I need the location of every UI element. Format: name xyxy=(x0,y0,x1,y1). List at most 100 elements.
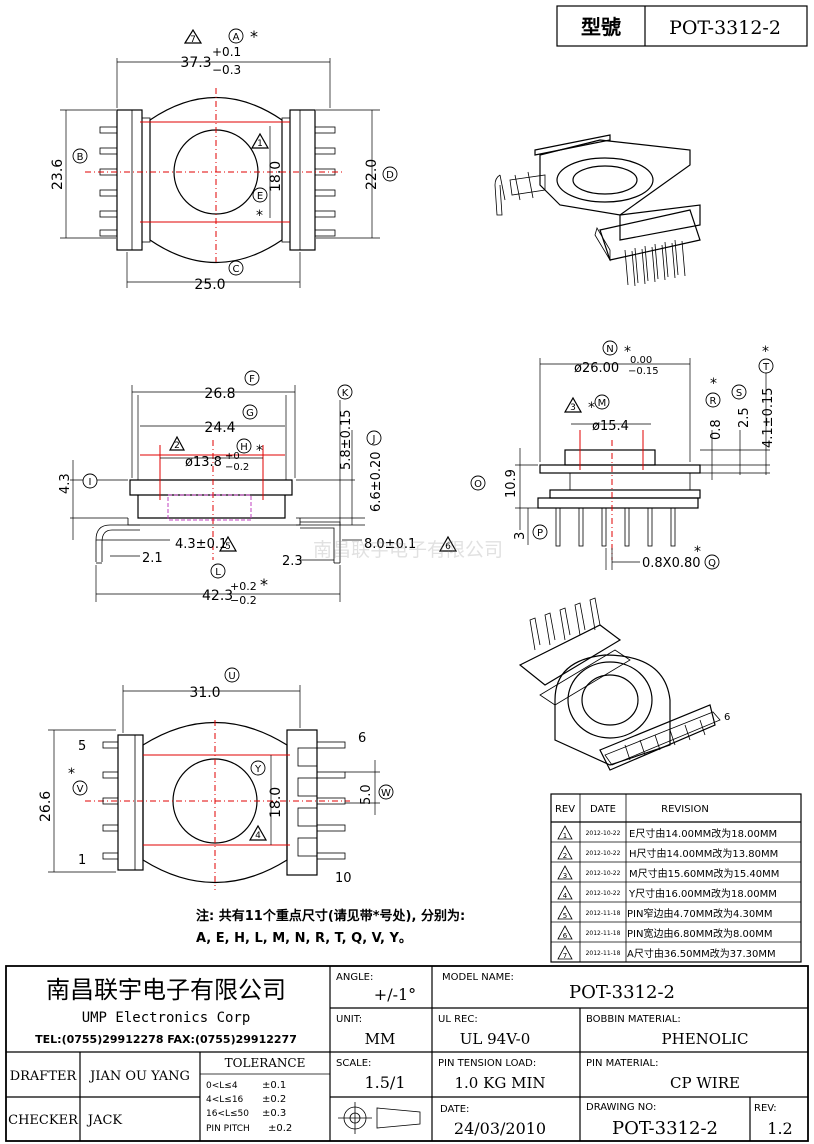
tag-u: U xyxy=(228,671,235,682)
dim-g-value: 24.4 xyxy=(204,420,235,436)
dim-h-tol-upper: +0 xyxy=(225,451,240,462)
header-box: 型號 POT-3312-2 xyxy=(556,5,808,47)
bobbin-value: PHENOLIC xyxy=(662,1030,749,1048)
dim-n-value: ø26.00 xyxy=(574,361,619,376)
drawing-no-value: POT-3312-2 xyxy=(612,1118,718,1139)
angle-label: ANGLE: xyxy=(336,972,373,983)
rev-tag-6: 6 xyxy=(445,542,451,552)
model-value: POT-3312-2 xyxy=(669,17,781,39)
table-row: 4 2012-10-22 Y尺寸由16.00MM改为18.00MM xyxy=(557,885,777,900)
dim-n-tol-lower: −0.15 xyxy=(628,366,659,377)
row-date: 2012-11-18 xyxy=(586,930,621,937)
tolerance-label: TOLERANCE xyxy=(225,1056,306,1070)
company-contact: TEL:(0755)29912278 FAX:(0755)29912277 xyxy=(35,1033,297,1046)
tag-g: G xyxy=(246,408,254,419)
row-rev: 1 xyxy=(563,832,567,840)
pinmat-value: CP WIRE xyxy=(670,1074,740,1092)
row-text: Y尺寸由16.00MM改为18.00MM xyxy=(628,887,777,900)
tol-value-3: ±0.3 xyxy=(262,1108,286,1119)
note-line-2: A, E, H, L, M, N, R, T, Q, V, Y。 xyxy=(196,931,412,946)
rev-tag-4: 4 xyxy=(255,831,261,841)
star-r: * xyxy=(710,376,717,392)
note-line-1: 注: 共有11个重点尺寸(请见带*号处), 分别为: xyxy=(196,908,465,924)
unit-label: UNIT: xyxy=(336,1014,362,1025)
tension-label: PIN TENSION LOAD: xyxy=(438,1058,536,1069)
dim-b-value: 23.6 xyxy=(50,159,66,190)
front-view: ø26.00 0.00 −0.15 N * ø15.4 3 * M 10.9 O… xyxy=(470,340,776,571)
revision-table: REV DATE REVISION 1 2012-10-22 E尺寸由14.00… xyxy=(550,793,802,963)
dim-k-value: 5.8±0.15 xyxy=(339,409,354,470)
dim-n-tol-upper: 0.00 xyxy=(630,355,652,366)
top-view: 37.3 +0.1 −0.3 7 A * 23.6 B 25.0 C 22.0 … xyxy=(50,27,398,293)
date-header: DATE xyxy=(590,804,616,815)
tag-v: V xyxy=(77,784,84,795)
tag-b: B xyxy=(77,152,84,163)
dim-w-value: 5.0 xyxy=(359,784,374,805)
dim-l-tol-upper: +0.2 xyxy=(230,580,257,593)
dim-h-tol-lower: −0.2 xyxy=(225,462,249,473)
projection-symbol-icon xyxy=(338,1102,421,1134)
star-n: * xyxy=(624,344,631,360)
table-row: 3 2012-10-22 M尺寸由15.60MM改为15.40MM xyxy=(557,865,779,880)
dim-q-value: 0.8X0.80 xyxy=(642,556,701,571)
dim-pin-width: 8.0±0.1 xyxy=(364,537,416,552)
tol-value-1: ±0.1 xyxy=(262,1080,286,1091)
pin-label-5: 5 xyxy=(78,739,86,754)
tag-d: D xyxy=(386,170,394,181)
dim-r-value: 0.8 xyxy=(709,419,724,440)
tag-f: F xyxy=(249,374,255,385)
tag-p: P xyxy=(537,528,543,539)
tag-e: E xyxy=(257,191,263,202)
tag-j: J xyxy=(372,434,376,445)
tag-a: A xyxy=(233,32,240,43)
tag-i: I xyxy=(89,477,92,488)
scale-value: 1.5/1 xyxy=(364,1073,405,1092)
tag-r: R xyxy=(710,396,717,407)
table-row: 5 2012-11-18 PIN窄边由4.70MM改为4.30MM xyxy=(557,905,773,920)
rev-label: REV: xyxy=(754,1103,777,1114)
dim-a-tol-lower: −0.3 xyxy=(212,63,241,77)
dim-l-value: 42.3 xyxy=(202,588,233,604)
table-row: 2 2012-10-22 H尺寸由14.00MM改为13.80MM xyxy=(557,845,778,860)
tag-w: W xyxy=(381,788,391,799)
isometric-view-bottom: 6 xyxy=(518,597,730,771)
row-date: 2012-11-18 xyxy=(586,910,621,917)
dim-a-value: 37.3 xyxy=(180,55,211,71)
bobbin-label: BOBBIN MATERIAL: xyxy=(586,1014,681,1025)
pin-label-1: 1 xyxy=(78,853,86,868)
row-text: H尺寸由14.00MM改为13.80MM xyxy=(629,847,778,860)
row-date: 2012-11-18 xyxy=(586,950,621,957)
tol-value-2: ±0.2 xyxy=(262,1094,286,1105)
title-block: 南昌联宇电子有限公司 UMP Electronics Corp TEL:(075… xyxy=(5,965,809,1142)
rev-header: REV xyxy=(555,804,575,815)
star-h: * xyxy=(256,443,263,459)
tag-m: M xyxy=(598,398,607,409)
dim-2-3: 2.3 xyxy=(282,554,303,569)
star-m: * xyxy=(588,400,595,416)
row-rev: 4 xyxy=(563,892,568,900)
table-row: 6 2012-11-18 PIN宽边由6.80MM改为8.00MM xyxy=(557,925,773,940)
tol-range-3: 16<L≤50 xyxy=(206,1109,249,1119)
row-text: E尺寸由14.00MM改为18.00MM xyxy=(629,827,777,840)
tag-y: Y xyxy=(254,764,262,775)
dim-a-tol-upper: +0.1 xyxy=(212,45,241,59)
checker-value: JACK xyxy=(86,1113,123,1128)
tag-o: O xyxy=(474,479,482,490)
dim-2-1: 2.1 xyxy=(142,551,163,566)
dim-f-value: 26.8 xyxy=(204,386,235,402)
unit-value: MM xyxy=(365,1030,396,1048)
rev-tag-5: 5 xyxy=(225,542,231,552)
tag-q: Q xyxy=(708,558,716,569)
drawing-no-label: DRAWING NO: xyxy=(586,1102,656,1113)
side-view: 26.8 F 24.4 G ø13.8 +0 −0.2 2 H * 4.3 I … xyxy=(58,370,503,607)
tension-value: 1.0 KG MIN xyxy=(455,1074,546,1092)
scale-label: SCALE: xyxy=(336,1058,371,1069)
row-rev: 5 xyxy=(563,912,567,920)
rev-tag-7: 7 xyxy=(190,35,196,45)
dim-u-value: 31.0 xyxy=(189,685,220,701)
revision-header: REVISION xyxy=(661,804,709,815)
tag-t: T xyxy=(762,362,770,373)
star-l: * xyxy=(260,575,268,594)
dim-t-value: 4.1±0.15 xyxy=(761,387,776,448)
